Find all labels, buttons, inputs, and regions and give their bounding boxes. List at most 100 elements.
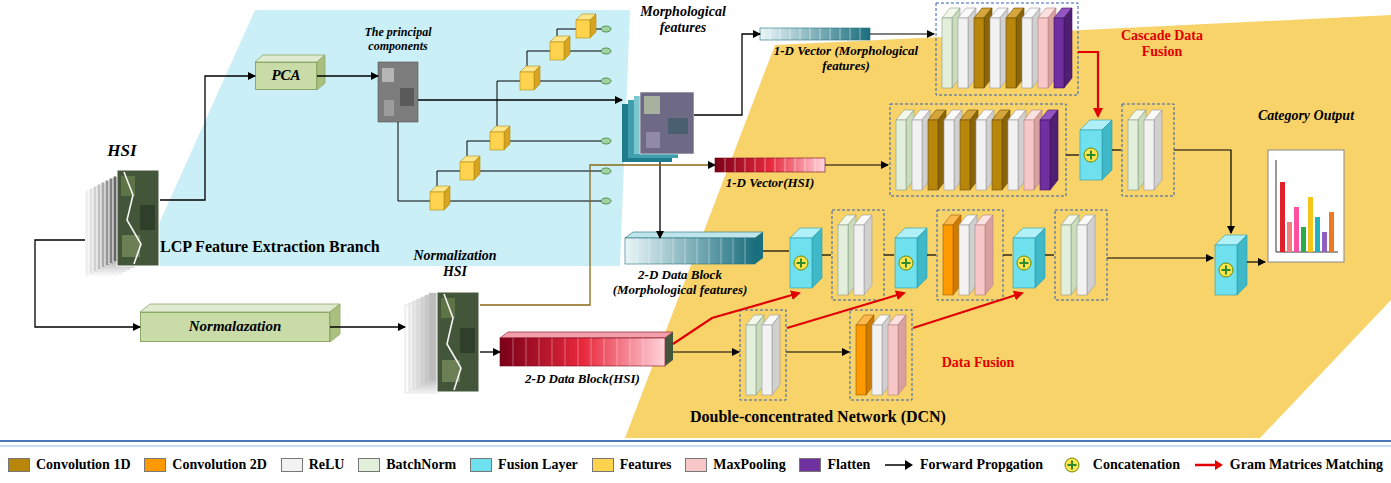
category-chart	[1322, 232, 1327, 252]
legend-swatch	[8, 458, 30, 472]
annotation-label: Data Fusion	[928, 355, 1028, 371]
legend-text: Features	[620, 457, 672, 473]
normalized-hsi-cube	[437, 292, 479, 392]
vector-bars	[513, 338, 643, 366]
data-label: 1-D Vector (Morphological features)	[766, 44, 926, 74]
layer-groups	[740, 3, 1174, 400]
data-label: 2-D Data Block(HSI)	[500, 372, 665, 387]
feature-blocks	[460, 156, 480, 180]
legend-separator	[0, 446, 1391, 447]
layer-groups	[850, 310, 912, 400]
layer-groups	[936, 3, 1078, 95]
network-layers	[899, 256, 913, 270]
gram-matching-arrows	[913, 293, 1022, 328]
legend-sample	[884, 457, 914, 473]
principal-component-image	[378, 62, 418, 122]
layer-groups	[937, 210, 1003, 300]
forward-arrows	[1107, 257, 1213, 258]
process-box: PCA	[255, 62, 317, 90]
legend-text: BatchNorm	[386, 457, 456, 473]
network-layers	[974, 8, 992, 88]
hsi-cube	[117, 170, 159, 266]
vector-bars	[625, 238, 755, 264]
vector-bars	[715, 158, 825, 172]
category-chart	[1276, 160, 1277, 252]
feature-cascade	[398, 122, 430, 201]
forward-arrows	[884, 254, 894, 255]
legend-text: MaxPooling	[713, 457, 785, 473]
box-3d-faces	[330, 304, 340, 342]
feature-nodes	[601, 168, 611, 174]
data-label: HSI	[90, 141, 154, 161]
feature-blocks	[576, 14, 596, 38]
network-layers	[856, 315, 874, 395]
label-holder: HSI	[90, 141, 154, 161]
network-layers	[872, 315, 890, 395]
legend-swatch	[470, 458, 492, 472]
network-layers	[959, 215, 977, 295]
vector-bars	[500, 338, 665, 366]
label-holder: Data Fusion	[928, 355, 1028, 371]
network-layers	[928, 110, 946, 190]
legend: Convolution 1DConvolution 2DReLUBatchNor…	[8, 452, 1383, 478]
category-chart	[1268, 150, 1344, 262]
plus-circle	[1065, 458, 1079, 472]
vector-bars	[725, 158, 815, 172]
box-3d-faces	[255, 55, 325, 62]
hsi-cube	[140, 205, 155, 230]
data-label: 1-D Vector(HSI)	[710, 176, 830, 191]
connector	[659, 162, 660, 238]
gram-matching-arrows	[673, 52, 1098, 344]
network-layers	[746, 315, 764, 395]
vector-bars	[770, 28, 860, 40]
vector-bars	[665, 332, 673, 366]
label-holder: LCP Feature Extraction Branch	[160, 238, 422, 256]
forward-arrows	[673, 351, 739, 352]
legend-item: Fusion Layer	[470, 457, 578, 473]
label-holder: 1-D Vector (Morphological features)	[766, 44, 926, 74]
layer-groups	[1122, 104, 1174, 196]
connector	[418, 99, 622, 100]
box-3d-faces	[140, 304, 340, 312]
legend-item: Concatenation	[1057, 457, 1180, 473]
layer-groups	[740, 310, 786, 400]
feature-nodes	[601, 138, 611, 144]
network-layers	[838, 215, 856, 295]
network-layers	[1219, 263, 1233, 277]
label-holder: Morphological features	[628, 4, 738, 36]
principal-component-image	[382, 68, 394, 82]
network-layers	[960, 110, 978, 190]
network-layers	[1061, 215, 1079, 295]
feature-blocks	[430, 14, 596, 210]
box-label: Normalazation	[189, 318, 282, 335]
label-holder: Category Output	[1256, 108, 1356, 124]
legend-item: BatchNorm	[358, 457, 456, 473]
layer-groups	[832, 210, 884, 300]
forward-arrows	[1174, 150, 1231, 233]
plus-cross	[1067, 461, 1076, 470]
feature-nodes	[601, 26, 611, 32]
normalized-hsi-cube	[441, 298, 455, 318]
feature-cascade	[474, 171, 601, 172]
normalized-hsi-cube	[444, 294, 461, 390]
connector	[330, 326, 405, 327]
network-layers	[942, 8, 960, 88]
network-layers	[943, 215, 961, 295]
network-layers	[1008, 110, 1026, 190]
data-label: Normalization HSI	[405, 248, 505, 280]
legend-sample	[1057, 457, 1087, 473]
band-shape	[140, 10, 630, 266]
label-holder: 2-D Data Block (Morphological features)	[597, 268, 763, 298]
arrow-line	[1195, 464, 1216, 467]
process-box: Normalazation	[140, 312, 330, 342]
legend-swatch	[592, 458, 614, 472]
network-layers	[1215, 235, 1247, 295]
annotation-label: Cascade Data Fusion	[1112, 28, 1212, 60]
arrow-head	[1215, 460, 1223, 470]
morphological-feature-cube	[646, 132, 660, 148]
feature-cascade	[534, 81, 601, 82]
principal-component-image	[378, 62, 418, 122]
network-layers	[975, 215, 993, 295]
forward-arrows	[1066, 154, 1079, 155]
legend-item: Gram Matrices Matching	[1194, 457, 1383, 473]
